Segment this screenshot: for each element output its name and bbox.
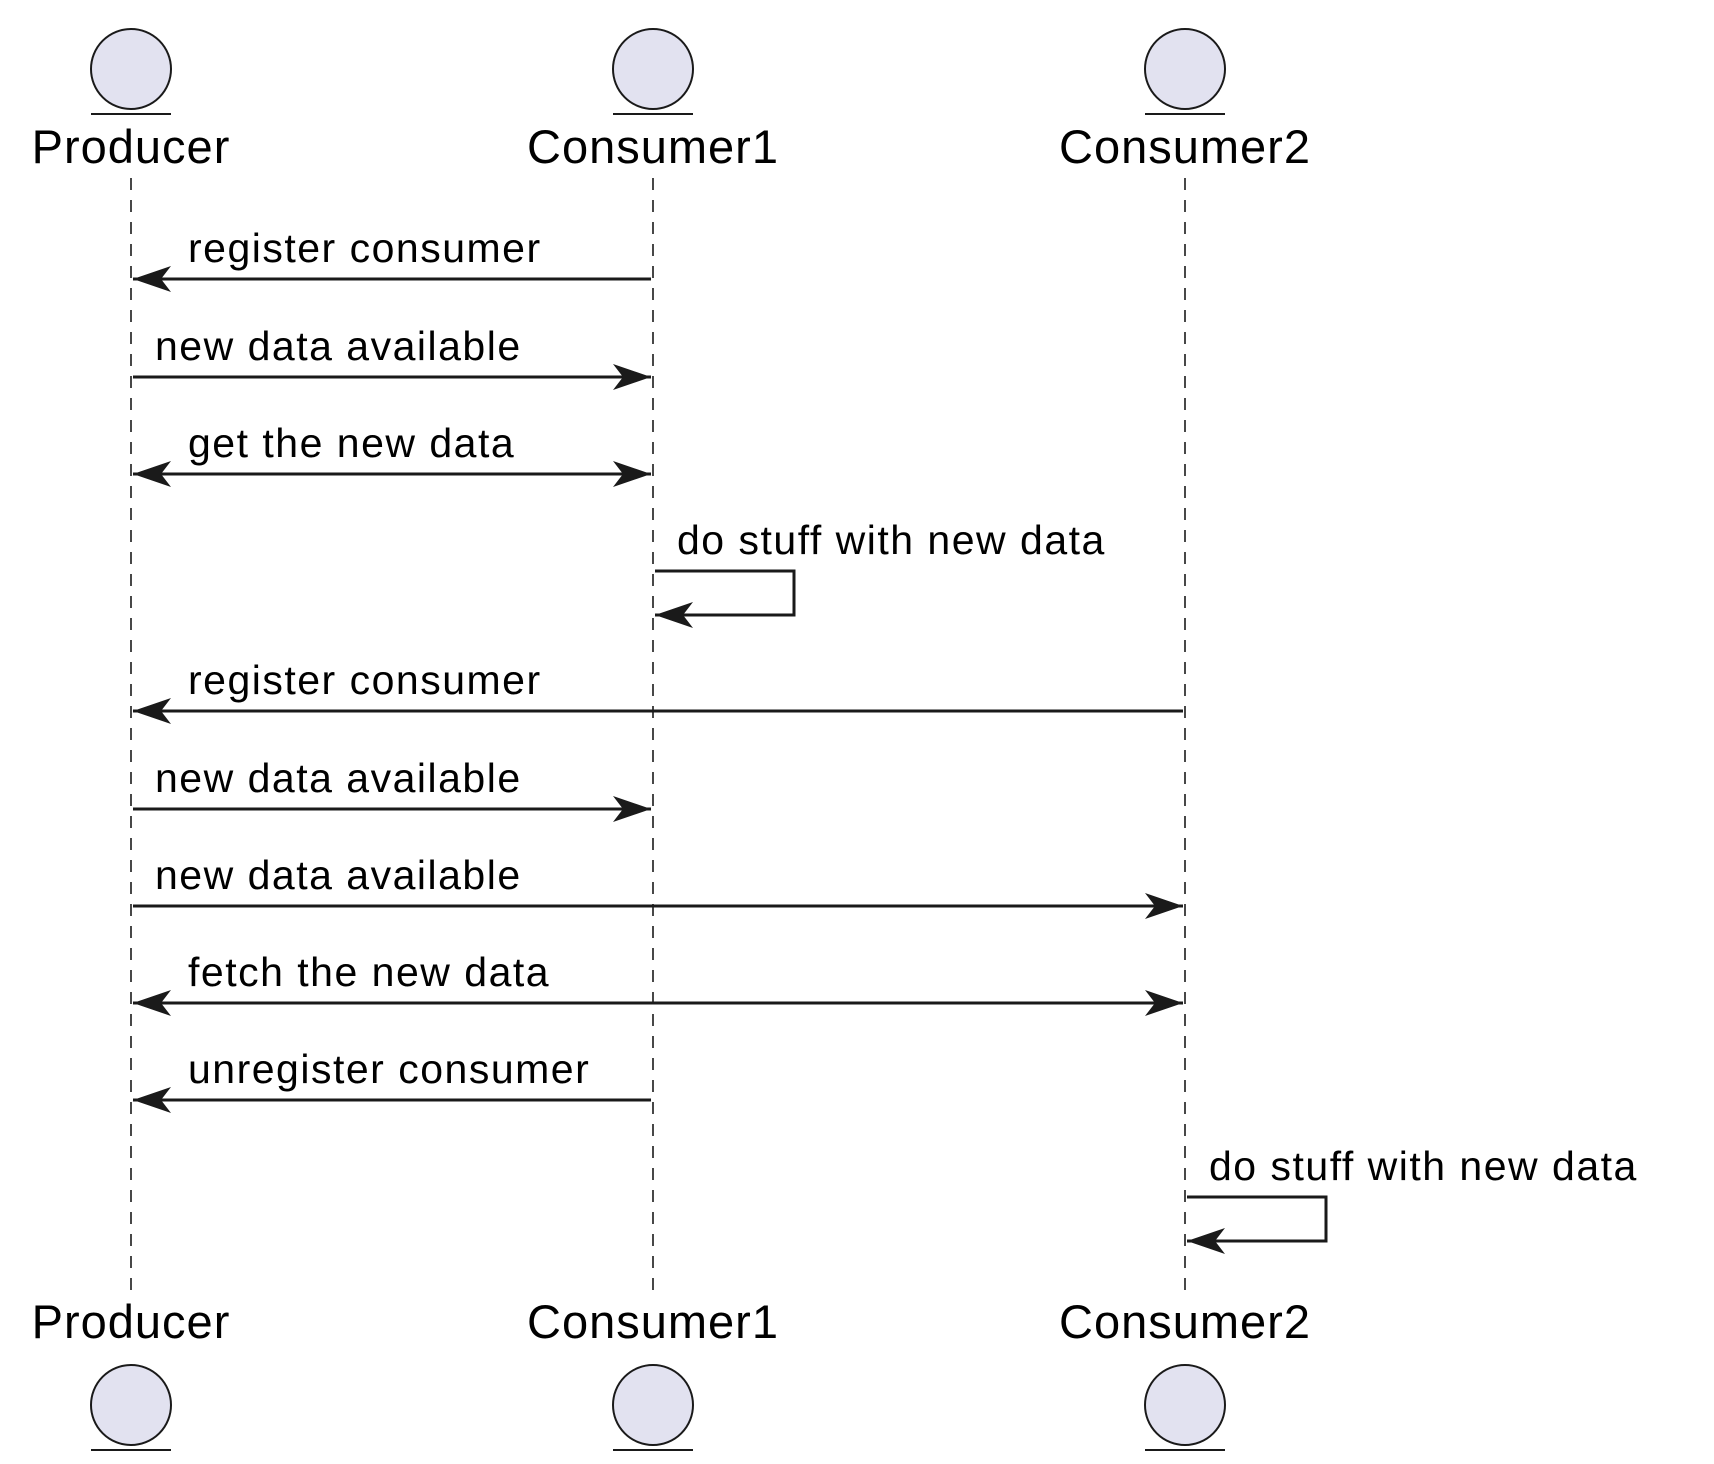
arrow-head-right — [613, 364, 651, 390]
actor-icon — [90, 1364, 172, 1446]
participants-top: Producer Consumer1 Consumer2 — [32, 28, 1311, 173]
arrow-head-right — [1145, 990, 1183, 1016]
participant-producer-bottom: Producer — [32, 1295, 231, 1451]
message-label: new data available — [155, 323, 522, 369]
message-7: new data available — [133, 852, 1183, 919]
message-8: fetch the new data — [133, 949, 1183, 1016]
self-message-line — [1187, 1195, 1328, 1243]
message-4: do stuff with new data — [655, 517, 1106, 628]
participant-label: Consumer2 — [1059, 1295, 1311, 1348]
arrow-head-right — [613, 796, 651, 822]
participant-producer-top: Producer — [32, 28, 231, 173]
participant-label: Consumer2 — [1059, 120, 1311, 173]
actor-icon — [1144, 28, 1226, 110]
arrow-head-right — [1145, 893, 1183, 919]
message-label: get the new data — [188, 420, 515, 466]
message-label: new data available — [155, 755, 522, 801]
message-2: new data available — [133, 323, 651, 390]
message-label: register consumer — [188, 657, 542, 703]
message-10: do stuff with new data — [1187, 1143, 1638, 1254]
arrow-head-left — [655, 602, 693, 628]
arrow-head-left — [133, 461, 171, 487]
participant-consumer1-top: Consumer1 — [527, 28, 779, 173]
arrow-head-left — [1187, 1228, 1225, 1254]
participants-bottom: Producer Consumer1 Consumer2 — [32, 1295, 1311, 1451]
message-3: get the new data — [133, 420, 651, 487]
participant-consumer2-bottom: Consumer2 — [1059, 1295, 1311, 1451]
arrow-head-left — [133, 990, 171, 1016]
arrow-head-left — [133, 698, 171, 724]
message-9: unregister consumer — [133, 1046, 651, 1113]
participant-label: Consumer1 — [527, 1295, 779, 1348]
message-5: register consumer — [133, 657, 1183, 724]
message-label: unregister consumer — [188, 1046, 590, 1092]
arrow-head-right — [613, 461, 651, 487]
actor-icon — [612, 1364, 694, 1446]
self-message-line — [655, 569, 796, 617]
actor-icon — [612, 28, 694, 110]
arrow-head-left — [133, 1087, 171, 1113]
participant-consumer2-top: Consumer2 — [1059, 28, 1311, 173]
participant-consumer1-bottom: Consumer1 — [527, 1295, 779, 1451]
message-1: register consumer — [133, 225, 651, 292]
message-6: new data available — [133, 755, 651, 822]
message-label: do stuff with new data — [1209, 1143, 1638, 1189]
messages: register consumer new data available get t… — [133, 225, 1638, 1254]
arrow-head-left — [133, 266, 171, 292]
message-label: register consumer — [188, 225, 542, 271]
lifelines — [130, 178, 1186, 1298]
participant-label: Producer — [32, 1295, 231, 1348]
participant-label: Producer — [32, 120, 231, 173]
actor-icon — [1144, 1364, 1226, 1446]
message-label: new data available — [155, 852, 522, 898]
message-label: fetch the new data — [188, 949, 550, 995]
actor-icon — [90, 28, 172, 110]
message-label: do stuff with new data — [677, 517, 1106, 563]
participant-label: Consumer1 — [527, 120, 779, 173]
